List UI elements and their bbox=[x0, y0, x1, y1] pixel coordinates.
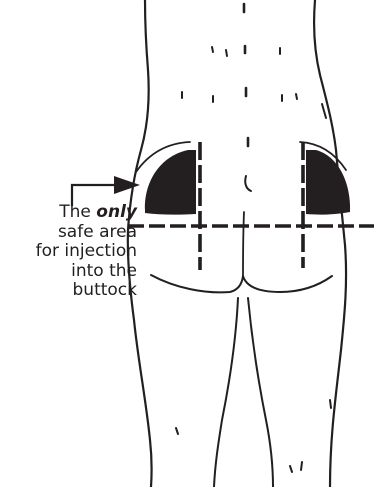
right-safe-zone bbox=[306, 150, 350, 215]
left-safe-zone bbox=[145, 150, 196, 215]
injection-caption: The only safe area for injection into th… bbox=[0, 203, 137, 301]
caption-line-4: into the bbox=[0, 262, 137, 282]
caption-line-2: safe area bbox=[0, 223, 137, 243]
caption-prefix: The bbox=[59, 202, 91, 222]
right-gluteal-fold bbox=[243, 276, 332, 292]
caption-line-3: for injection bbox=[0, 242, 137, 262]
caption-line-5: buttock bbox=[0, 281, 137, 301]
spine-marks bbox=[244, 4, 248, 146]
right-inner-leg bbox=[248, 298, 273, 487]
left-gluteal-fold bbox=[151, 275, 243, 292]
tailbone-mark bbox=[245, 176, 251, 191]
cleft-line bbox=[243, 212, 244, 276]
caption-line-1: The only bbox=[0, 203, 137, 223]
right-body-outline bbox=[314, 0, 346, 487]
left-inner-leg bbox=[214, 298, 238, 487]
caption-emphasis: only bbox=[96, 202, 137, 222]
